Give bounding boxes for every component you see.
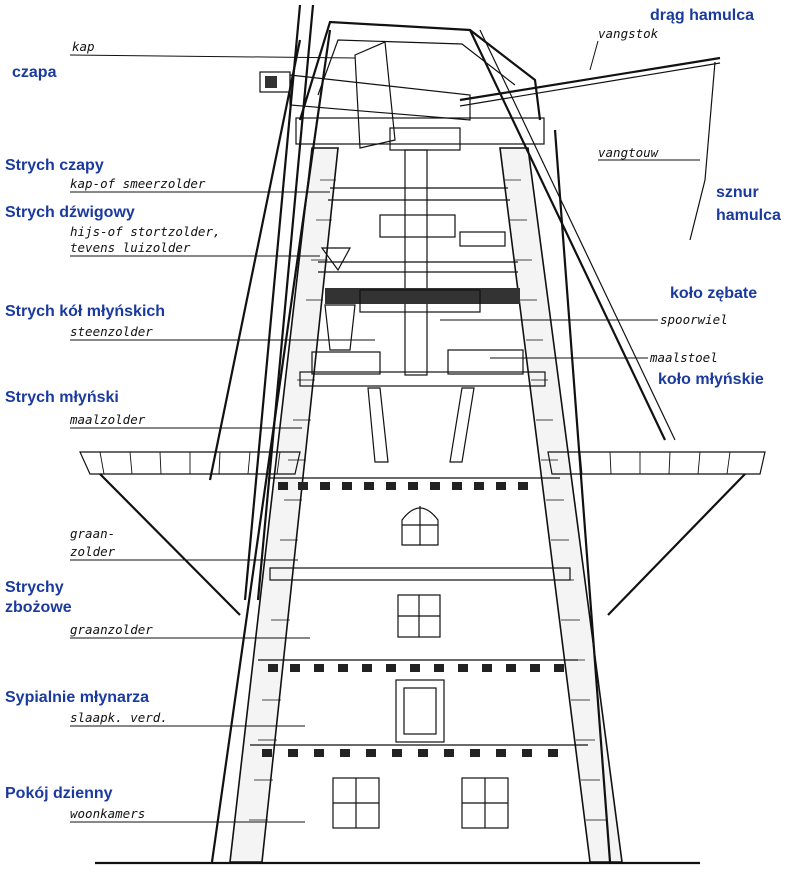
label-strychy-line2: zbożowe — [5, 599, 72, 616]
label-strych-dzwigowy: Strych dźwigowy — [5, 204, 135, 221]
label-vangstok: vangstok — [598, 26, 659, 41]
label-pokoj: Pokój dzienny — [5, 785, 113, 802]
brake-lever — [459, 56, 721, 102]
label-maalstoel: maalstoel — [649, 350, 718, 365]
windows — [332, 506, 509, 829]
label-kolo-mlynskie: koło młyńskie — [658, 371, 764, 388]
label-strychy-line1: Strychy — [5, 579, 64, 596]
strut-right — [469, 29, 666, 441]
label-hijs-line1: hijs-of stortzolder, — [70, 224, 221, 239]
label-strych-kol: Strych kół młyńskich — [5, 303, 165, 320]
label-maalzolder: maalzolder — [69, 412, 146, 427]
label-sznur-line1: sznur — [716, 184, 759, 201]
tower-wall-left — [229, 147, 339, 863]
label-graan-line1: graan- — [70, 526, 115, 541]
label-kolo-zebate: koło zębate — [670, 285, 757, 302]
label-strych-czapy: Strych czapy — [5, 157, 104, 174]
brake-rope — [689, 61, 716, 241]
label-czapa: czapa — [12, 64, 57, 81]
label-slaapk: slaapk. verd. — [70, 710, 168, 725]
label-kap-smeerzolder: kap-of smeerzolder — [70, 176, 206, 191]
label-sznur-line2: hamulca — [716, 207, 781, 224]
label-graanzolder: graanzolder — [70, 622, 153, 637]
label-spoorwiel: spoorwiel — [660, 312, 728, 327]
tower-wall-right — [499, 147, 623, 863]
strut-left — [210, 29, 332, 863]
label-hijs-line2: tevens luizolder — [70, 240, 191, 255]
label-strych-mlynski: Strych młyński — [5, 389, 119, 406]
label-steenzolder: steenzolder — [70, 324, 153, 339]
floors — [250, 187, 588, 746]
label-drag-hamulca: drąg hamulca — [650, 7, 754, 24]
label-graan-line2: zolder — [70, 544, 116, 559]
stage-balcony — [79, 451, 766, 616]
label-sypialnie: Sypialnie młynarza — [5, 689, 149, 706]
gearing — [311, 149, 524, 376]
label-woonkamers: woonkamers — [70, 806, 145, 821]
label-vangtouw: vangtouw — [598, 145, 660, 160]
windshaft — [208, 4, 315, 601]
label-kap: kap — [72, 39, 95, 54]
leader-lines — [69, 40, 700, 823]
